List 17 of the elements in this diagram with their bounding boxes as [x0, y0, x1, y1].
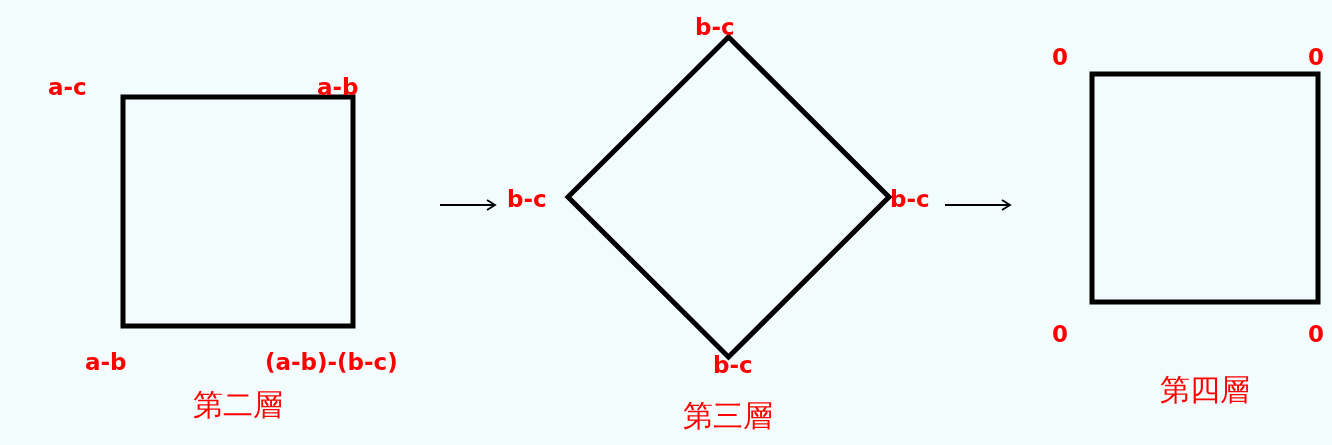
corner-label: 0 — [1308, 322, 1324, 348]
corner-label: 0 — [1052, 45, 1068, 71]
arrow — [439, 199, 496, 211]
layer-caption: 第二層 — [193, 388, 283, 421]
corner-label: b-c — [695, 15, 735, 41]
corner-label: a-b — [85, 350, 127, 376]
corner-label: (a-b)-(b-c) — [265, 350, 398, 376]
corner-label: a-b — [317, 75, 359, 101]
corner-label: a-c — [48, 75, 87, 101]
layer-caption: 第四層 — [1160, 373, 1250, 406]
layer-caption: 第三層 — [683, 399, 773, 432]
arrow — [944, 199, 1011, 211]
corner-label: b-c — [713, 353, 753, 379]
corner-label: 0 — [1308, 45, 1324, 71]
corner-label: b-c — [507, 187, 547, 213]
corner-label: 0 — [1052, 322, 1068, 348]
corner-label: b-c — [890, 187, 930, 213]
